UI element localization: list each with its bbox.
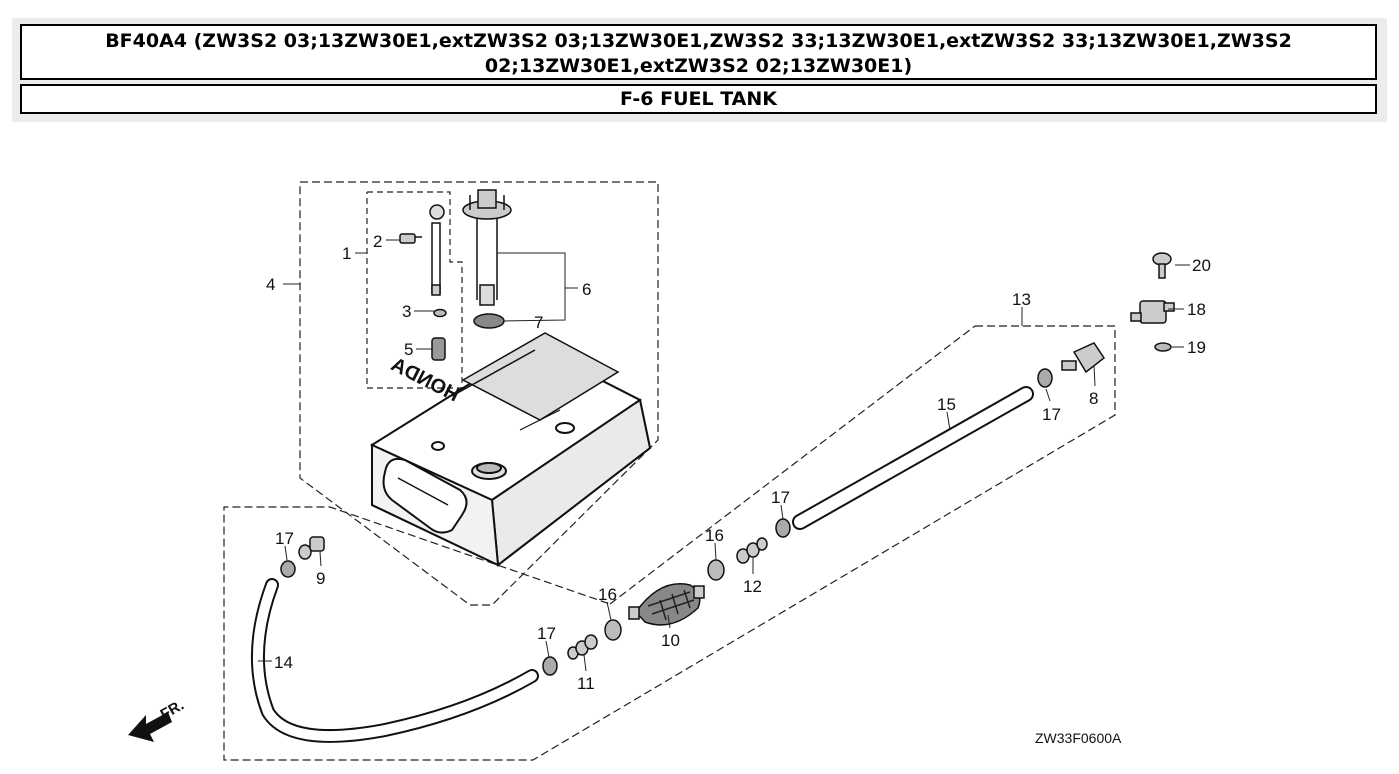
screw-part-2 bbox=[399, 233, 422, 244]
page-title: BF40A4 (ZW3S2 03;13ZW30E1,extZW3S2 03;13… bbox=[20, 24, 1377, 80]
callout-1: 1 bbox=[342, 244, 351, 263]
fuel-joint-part-18 bbox=[1130, 300, 1175, 324]
callout-2: 2 bbox=[373, 232, 382, 251]
fuel-gauge-part-1 bbox=[429, 204, 445, 296]
callout-16-lower: 16 bbox=[598, 585, 617, 604]
callout-12: 12 bbox=[743, 577, 762, 596]
fuel-hose-part-15 bbox=[792, 386, 1034, 530]
gasket-part-7 bbox=[473, 313, 505, 329]
callout-16-upper: 16 bbox=[705, 526, 724, 545]
front-direction-arrow: FR. bbox=[128, 697, 187, 742]
washer-part-3 bbox=[433, 308, 447, 318]
connector-part-11 bbox=[567, 634, 598, 660]
callout-14: 14 bbox=[274, 653, 293, 672]
clamp-16-upper bbox=[707, 559, 725, 581]
callout-17-mid: 17 bbox=[771, 488, 790, 507]
clamp-17-left bbox=[280, 560, 296, 578]
callout-3: 3 bbox=[402, 302, 411, 321]
clamp-17-right bbox=[1037, 368, 1053, 388]
callout-17-left: 17 bbox=[275, 529, 294, 548]
callout-19: 19 bbox=[1187, 338, 1206, 357]
bolt-part-20 bbox=[1152, 252, 1172, 279]
clamp-16-lower bbox=[604, 619, 622, 641]
callout-9: 9 bbox=[316, 569, 325, 588]
clamp-17-lower bbox=[542, 656, 558, 676]
fuel-hose-part-14 bbox=[251, 578, 539, 743]
section-title: F-6 FUEL TANK bbox=[20, 84, 1377, 114]
callout-5: 5 bbox=[404, 340, 413, 359]
fuel-tank bbox=[369, 332, 652, 567]
callout-11: 11 bbox=[577, 674, 595, 693]
callout-4: 4 bbox=[266, 275, 275, 294]
connector-part-9 bbox=[298, 536, 325, 560]
drawing-code: ZW33F0600A bbox=[1035, 730, 1122, 746]
clamp-17-mid bbox=[775, 518, 791, 538]
callout-7: 7 bbox=[534, 313, 543, 332]
callout-17-right: 17 bbox=[1042, 405, 1061, 424]
group-13-frame bbox=[223, 325, 1116, 761]
callout-18: 18 bbox=[1187, 300, 1206, 319]
primer-bulb-part-10 bbox=[628, 583, 705, 626]
callout-10: 10 bbox=[661, 631, 680, 650]
group-1-frame bbox=[366, 191, 463, 389]
washer-part-19 bbox=[1154, 342, 1172, 352]
filter-part-5 bbox=[431, 337, 446, 361]
fuel-gauge-assembly-part-6 bbox=[462, 189, 512, 306]
connector-part-8 bbox=[1061, 342, 1106, 374]
callout-6: 6 bbox=[582, 280, 591, 299]
header-panel: BF40A4 (ZW3S2 03;13ZW30E1,extZW3S2 03;13… bbox=[12, 18, 1387, 122]
callout-17-lower: 17 bbox=[537, 624, 556, 643]
callout-8: 8 bbox=[1089, 389, 1098, 408]
callout-13: 13 bbox=[1012, 290, 1031, 309]
connector-part-12 bbox=[736, 537, 768, 564]
callout-20: 20 bbox=[1192, 256, 1211, 275]
callout-15: 15 bbox=[937, 395, 956, 414]
tank-brand-label: HONDA bbox=[387, 354, 462, 407]
group-4-frame bbox=[299, 181, 659, 606]
